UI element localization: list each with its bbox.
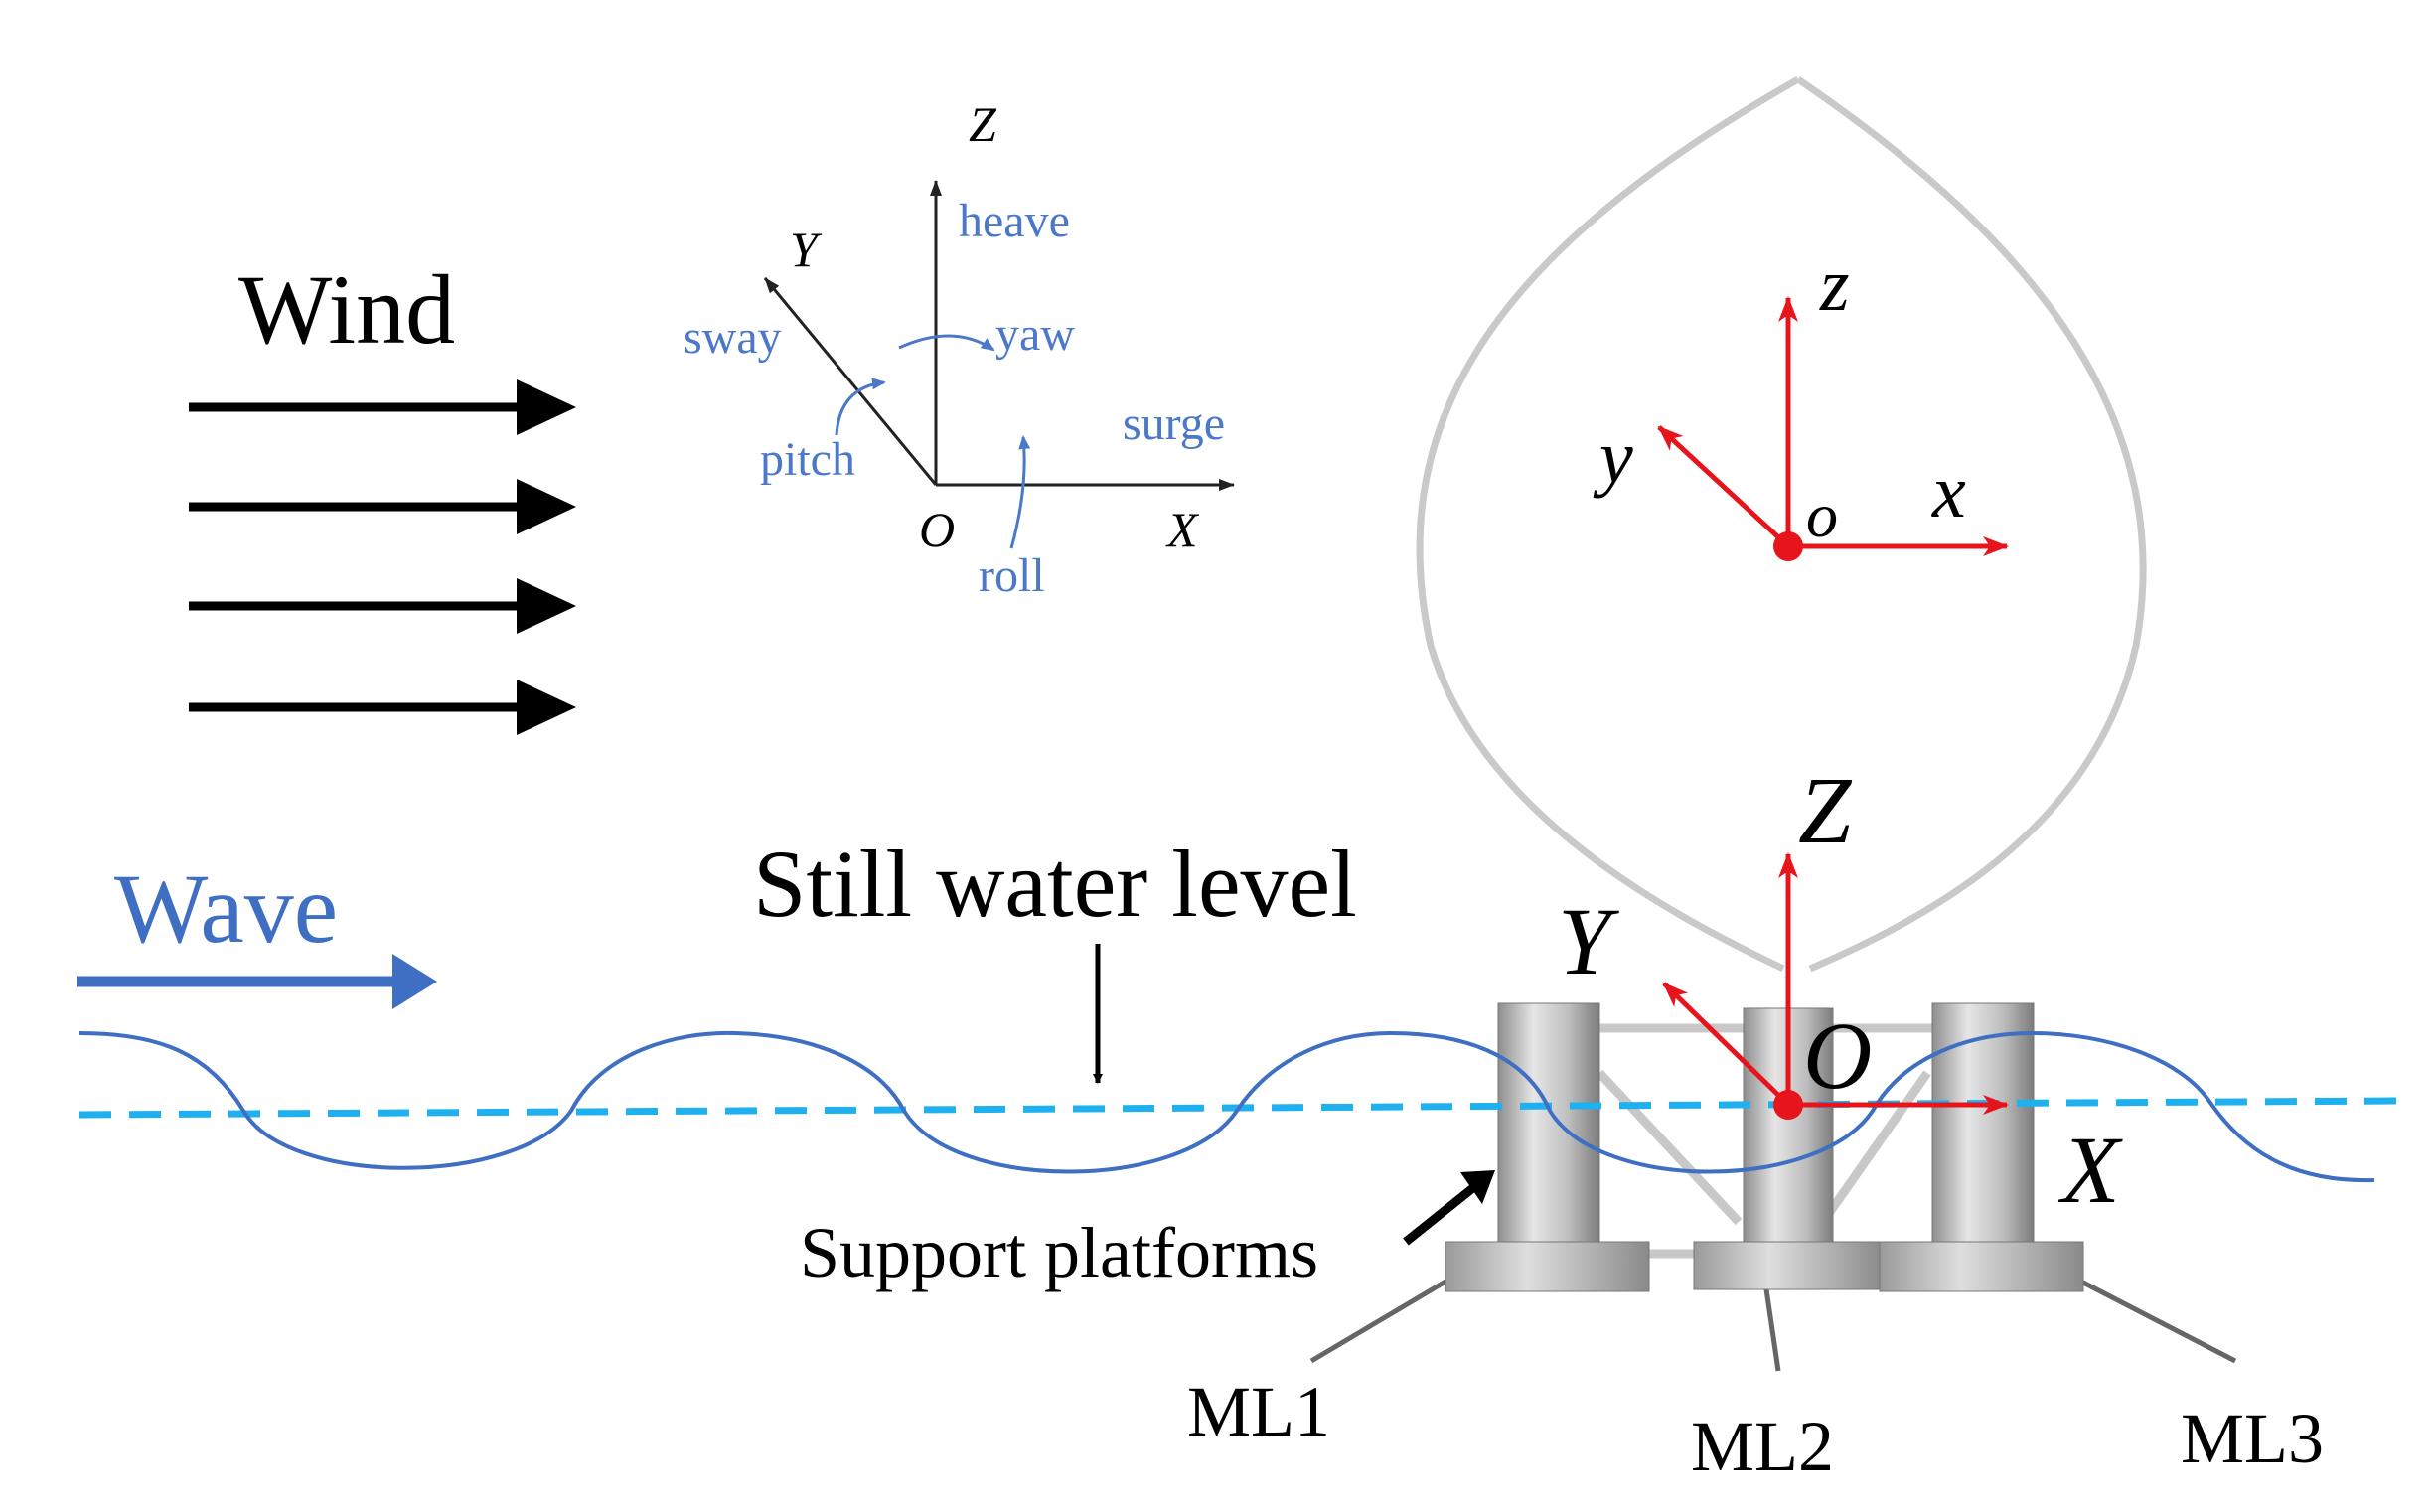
mooring-line-2	[1763, 1288, 1781, 1372]
wind-arrowhead	[517, 379, 576, 435]
yaw-rotation-arrow	[898, 334, 995, 352]
rotor-x-label: x	[1931, 450, 1966, 533]
ml3-label: ML3	[2181, 1399, 2324, 1478]
wind-group: Wind	[189, 254, 576, 735]
platform-column-3	[1931, 1002, 2035, 1255]
yaw-label: yaw	[995, 308, 1075, 361]
platform-base-2	[1693, 1241, 1884, 1290]
wave-curve	[78, 1030, 2375, 1183]
brace-diagonal	[1819, 1070, 1931, 1225]
pitch-label: pitch	[760, 433, 855, 486]
heave-label: heave	[959, 195, 1070, 247]
roll-label: roll	[979, 549, 1045, 602]
roll-rotation-arrow	[1009, 435, 1031, 549]
wind-arrowhead	[517, 680, 576, 735]
motion-y-label: Y	[790, 222, 823, 277]
wind-arrowhead	[517, 479, 576, 534]
wave-label: Wave	[114, 853, 338, 964]
support-platform-structure	[1309, 1002, 2237, 1372]
sway-label: sway	[684, 311, 782, 364]
mooring-line-3	[2079, 1279, 2237, 1364]
wave-arrowhead	[392, 954, 437, 1009]
platform-base-3	[1879, 1241, 2084, 1292]
wind-arrowhead	[517, 578, 576, 634]
rotor-o-label: o	[1806, 480, 1838, 550]
rotor-axes	[1657, 296, 2009, 556]
pitch-rotation-arrow	[835, 378, 886, 436]
rotor-z-label: z	[1819, 243, 1850, 327]
ml2-label: ML2	[1691, 1407, 1834, 1486]
wind-arrowheads	[517, 379, 576, 735]
motion-z-label: Z	[969, 96, 997, 152]
platform-column-1	[1497, 1002, 1600, 1255]
still-water-dashed-line	[78, 1097, 2405, 1119]
global-origin-dot	[1773, 1090, 1803, 1120]
wave-group: Wave	[77, 853, 437, 1009]
wind-arrows	[189, 402, 527, 712]
global-x-label: X	[2057, 1117, 2123, 1223]
platform-base-1	[1445, 1241, 1650, 1292]
wind-label: Wind	[238, 254, 455, 365]
motion-x-label: X	[1165, 502, 1200, 557]
support-platforms-pointer	[1403, 1178, 1483, 1246]
motion-o-label: O	[919, 502, 955, 557]
brace-diagonal	[1596, 1069, 1743, 1226]
global-z-label: Z	[1798, 757, 1853, 863]
rotor-origin-dot	[1773, 531, 1803, 561]
global-axes	[1662, 852, 2009, 1115]
surge-label: surge	[1123, 397, 1225, 450]
ml1-label: ML1	[1187, 1372, 1330, 1451]
rotor-blade-left	[1416, 76, 1800, 973]
global-y-axis	[1662, 982, 1790, 1107]
rotor-y-label: y	[1593, 415, 1633, 499]
rotor-outline	[1416, 76, 2147, 973]
motion-axes-diagram: Z Y X O heave sway yaw surge pitch roll	[684, 96, 1235, 602]
still-water-level-label: Still water level	[753, 831, 1357, 937]
rotor-y-axis	[1657, 425, 1790, 548]
support-platforms-label: Support platforms	[800, 1213, 1318, 1292]
rotor-blade-right	[1796, 76, 2147, 973]
global-y-label: Y	[1558, 888, 1619, 994]
y-axis-line	[763, 277, 938, 486]
global-o-label: O	[1803, 1002, 1872, 1109]
mooring-line-1	[1309, 1279, 1447, 1364]
support-platforms-arrowhead	[1460, 1170, 1495, 1204]
